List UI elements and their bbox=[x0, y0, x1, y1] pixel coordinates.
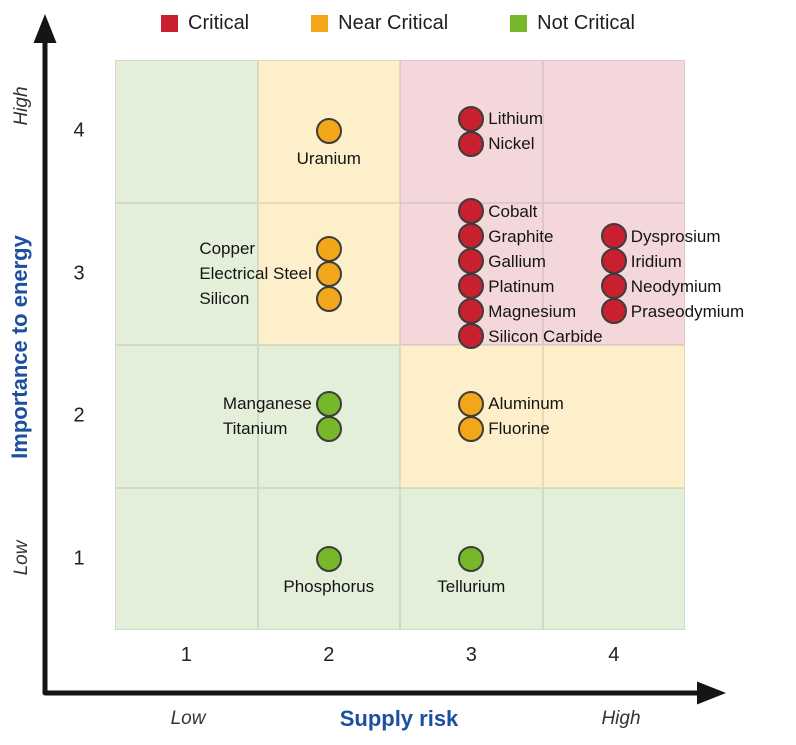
y-tick-label: 4 bbox=[73, 119, 85, 142]
data-point bbox=[600, 248, 627, 275]
point-label: Platinum bbox=[488, 276, 555, 296]
y-axis-high-label: High bbox=[11, 86, 32, 126]
point-label: Dysprosium bbox=[630, 226, 721, 246]
x-tick-label: 2 bbox=[323, 644, 335, 666]
grid-cell bbox=[115, 60, 258, 203]
y-ticks: 4 3 2 1 bbox=[58, 60, 100, 630]
legend-swatch-icon bbox=[510, 15, 528, 32]
legend-label: Near Critical bbox=[338, 12, 449, 34]
x-axis-title: Supply risk bbox=[339, 706, 459, 731]
data-point bbox=[315, 390, 342, 417]
data-point bbox=[458, 248, 485, 275]
data-point bbox=[600, 273, 627, 300]
point-label: Titanium bbox=[222, 419, 288, 439]
point-labels: Phosphorus bbox=[219, 578, 439, 595]
y-tick-label: 2 bbox=[73, 404, 85, 427]
grid-cell bbox=[542, 345, 685, 488]
grid-cell bbox=[542, 487, 685, 630]
data-point bbox=[315, 235, 342, 262]
data-point bbox=[315, 415, 342, 442]
point-label: Electrical Steel bbox=[199, 264, 312, 284]
data-point bbox=[458, 323, 485, 350]
data-point bbox=[600, 298, 627, 325]
point-label: Iridium bbox=[630, 251, 682, 271]
x-ticks: 1 2 3 4 bbox=[115, 644, 685, 668]
legend-label: Not Critical bbox=[537, 12, 635, 34]
data-point bbox=[315, 285, 342, 312]
point-label: Fluorine bbox=[488, 419, 550, 439]
x-tick-label: 3 bbox=[465, 644, 477, 666]
point-label: Cobalt bbox=[488, 201, 538, 221]
point-label: Neodymium bbox=[630, 276, 722, 296]
plot-cells bbox=[115, 60, 685, 630]
grid-cell bbox=[115, 345, 258, 488]
data-point bbox=[458, 298, 485, 325]
point-labels: Tellurium bbox=[361, 578, 581, 595]
point-label: Uranium bbox=[296, 149, 361, 169]
data-point bbox=[315, 545, 342, 572]
x-tick-label: 1 bbox=[180, 644, 192, 666]
point-label: Gallium bbox=[488, 251, 546, 271]
grid-cell bbox=[115, 202, 258, 345]
data-point bbox=[458, 390, 485, 417]
legend-swatch-icon bbox=[161, 15, 179, 32]
x-axis-high-label: High bbox=[601, 708, 641, 729]
grid-cell bbox=[115, 487, 258, 630]
point-label: Copper bbox=[199, 239, 256, 259]
point-label: Silicon Carbide bbox=[488, 326, 603, 346]
data-point bbox=[458, 198, 485, 225]
legend-item: Not Critical bbox=[510, 12, 635, 35]
data-point bbox=[458, 545, 485, 572]
data-point bbox=[458, 273, 485, 300]
point-label: Tellurium bbox=[437, 576, 506, 596]
point-label: Phosphorus bbox=[283, 576, 375, 596]
data-point bbox=[315, 260, 342, 287]
data-point bbox=[458, 415, 485, 442]
legend-swatch-icon bbox=[311, 15, 329, 32]
x-tick-label: 4 bbox=[608, 644, 620, 666]
grid-cell bbox=[542, 60, 685, 203]
point-label: Praseodymium bbox=[630, 301, 745, 321]
point-labels: Uranium bbox=[219, 150, 439, 167]
point-label: Magnesium bbox=[488, 301, 577, 321]
data-point bbox=[458, 223, 485, 250]
legend-label: Critical bbox=[188, 12, 250, 34]
y-axis-title: Importance to energy bbox=[7, 235, 32, 459]
legend-item: Critical bbox=[161, 12, 249, 35]
point-label: Graphite bbox=[488, 226, 554, 246]
data-point bbox=[315, 118, 342, 145]
y-tick-label: 3 bbox=[73, 262, 85, 285]
data-point bbox=[600, 223, 627, 250]
point-label: Silicon bbox=[199, 289, 250, 309]
data-point bbox=[458, 130, 485, 157]
y-tick-label: 1 bbox=[73, 547, 85, 570]
point-label: Manganese bbox=[222, 394, 312, 414]
legend-item: Near Critical bbox=[311, 12, 448, 35]
point-label: Aluminum bbox=[488, 394, 564, 414]
y-axis-low-label: Low bbox=[11, 540, 32, 576]
data-point bbox=[458, 105, 485, 132]
x-axis-low-label: Low bbox=[170, 708, 206, 729]
x-axis-arrowhead-icon bbox=[697, 681, 726, 705]
legend: Critical Near Critical Not Critical bbox=[0, 12, 796, 35]
point-label: Nickel bbox=[488, 134, 535, 154]
point-label: Lithium bbox=[488, 109, 544, 129]
